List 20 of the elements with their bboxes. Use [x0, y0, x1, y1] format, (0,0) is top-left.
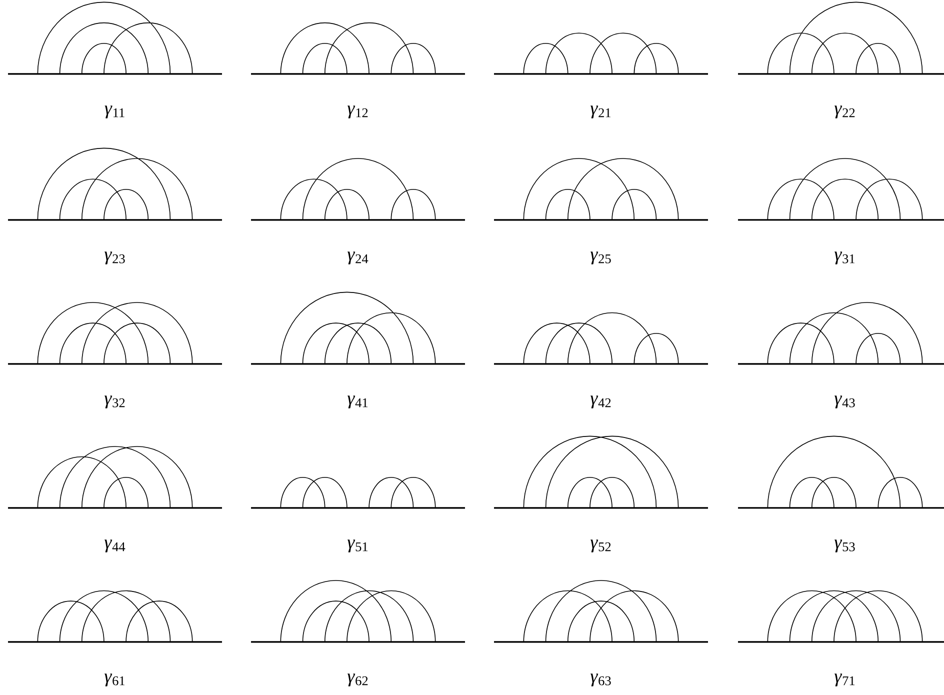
diagram-label: γ$_{51}$: [348, 540, 368, 552]
diagram-label: γ$_{52}$: [590, 540, 611, 552]
diagram-label: γ$_{32}$: [104, 396, 125, 408]
diagram-label: γ$_{42}$: [590, 396, 611, 408]
diagram-label: γ$_{61}$: [104, 674, 125, 686]
diagram-label: γ$_{41}$: [348, 396, 368, 408]
diagram-label: γ$_{71}$: [834, 674, 855, 686]
diagram-label: γ$_{24}$: [348, 252, 368, 264]
diagram-label: γ$_{23}$: [104, 252, 125, 264]
diagram-label: γ$_{44}$: [104, 540, 126, 552]
diagram-label: γ$_{11}$: [104, 106, 124, 118]
diagram-label: γ$_{12}$: [348, 106, 368, 118]
diagram-label: γ$_{53}$: [834, 540, 855, 552]
diagram-label: γ$_{62}$: [348, 674, 368, 686]
diagram-label: γ$_{25}$: [590, 252, 611, 264]
diagram-label: γ$_{63}$: [590, 674, 611, 686]
diagram-label: γ$_{31}$: [834, 252, 855, 264]
diagram-label: γ$_{43}$: [834, 396, 855, 408]
diagram-label: γ$_{22}$: [834, 106, 855, 118]
diagram-label: γ$_{21}$: [590, 106, 611, 118]
